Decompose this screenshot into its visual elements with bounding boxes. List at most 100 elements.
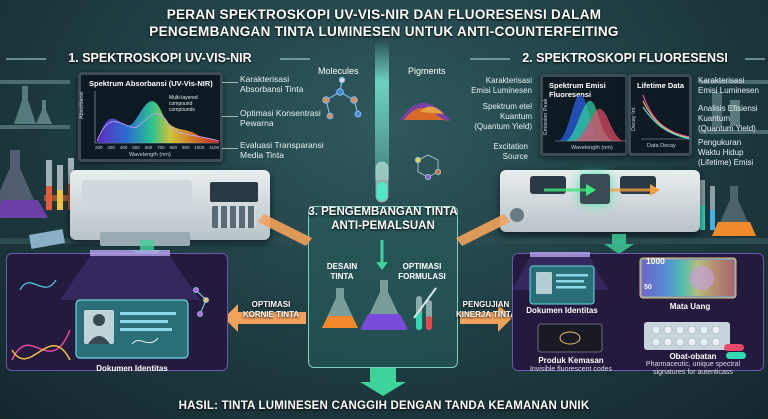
legend-entry: compounds (169, 107, 195, 113)
formulation-optimization-label: OPTIMASI FORMULASI (392, 262, 452, 281)
x-tick: 500 (132, 145, 140, 150)
monitor-title: Lifetime Data (637, 81, 685, 90)
display-panel (210, 182, 258, 202)
label-line: OPTIMASI (251, 300, 291, 309)
annotation-line: (Lifetime) Emisi (698, 158, 754, 167)
annotation-line: Optimasi Konsentrasi (240, 108, 321, 118)
divider (280, 58, 310, 60)
label-line: KINERJA TINTA (456, 309, 516, 319)
x-axis-label: Data Decay (647, 143, 676, 149)
section-heading-fluorescence: 2. SPEKTROSKOPI FLUORESENSI (522, 51, 728, 65)
keyboard (100, 232, 190, 246)
emission-spectrum-plot (555, 94, 627, 142)
annotation-quantum-yield: Spektrum etel Kuantum (Quantum Yield) (468, 102, 532, 132)
x-tick: 1000 (194, 145, 205, 150)
lifetime-monitor: Lifetime Data Decay Int. Data Decay (628, 74, 692, 156)
monitor-title: Spektrum Emisi Fluoresensi (549, 81, 606, 99)
absorbance-monitor: Spektrum Absorbansi (UV-Vis-NIR) Absorba… (78, 72, 223, 162)
result-banner: HASIL: TINTA LUMINESEN CANGGIH DENGAN TA… (178, 400, 590, 412)
x-tick: 300 (107, 145, 115, 150)
annotation-excitation-source: Excitation Source (468, 142, 528, 162)
legend: Multi-layered compound compounds (169, 95, 198, 113)
annotation-line: Emisi Luminesen (698, 86, 759, 95)
keypad (212, 206, 256, 228)
card-label-pharma: Obat-obatan (669, 352, 717, 361)
banknote-value: 1000 (646, 256, 665, 266)
page-title: PERAN SPEKTROSKOPI UV-VIS-NIR DAN FLUORE… (0, 6, 768, 40)
annotation-emission-right: Karakterisasi Emisi Luminesen (698, 76, 759, 96)
arrow-label-optimization: OPTIMASI KORNIE TINTA (236, 300, 306, 319)
annotation-line: Kuantum (499, 112, 532, 121)
leader-line (222, 148, 238, 149)
annotation-line: Pewarna (240, 118, 274, 128)
annotation-line: Pengukuran (698, 138, 742, 147)
x-tick: 800 (169, 145, 178, 150)
leader-line (222, 116, 238, 117)
banknote-denomination: 50 (644, 284, 652, 291)
emission-monitor: Spektrum Emisi Fluoresensi Emission Peak… (540, 74, 628, 156)
x-tick: 700 (157, 145, 165, 150)
annotation-line: Absorbansi Tinta (240, 84, 304, 94)
sample-compartment (82, 180, 192, 210)
annotation-line: Source (502, 152, 528, 161)
x-tick: 900 (181, 145, 190, 150)
annotation-line: Karakterisasi (240, 74, 290, 84)
ink-development-heading: 3. PENGEMBANGAN TINTA ANTI-PEMALSUAN (302, 205, 464, 233)
label-line: PENGUJIAN (462, 300, 510, 309)
card-sub-packaging: Invisible fluorescent codes (529, 366, 613, 373)
annotation-absorbance: Karakterisasi Absorbansi Tinta (240, 74, 303, 94)
annotation-quantum-efficiency: Analisis Efisiensi Kuantum (Quantum Yiel… (698, 104, 758, 134)
lifetime-decay-plot (641, 94, 691, 140)
annotation-line: Evaluasi Transparansi (240, 140, 324, 150)
annotation-line: Analisis Efisiensi (698, 104, 758, 113)
heading-line: ANTI-PEMALSUAN (331, 220, 435, 232)
annotation-concentration: Optimasi Konsentrasi Pewarna (240, 108, 321, 128)
label-line: TINTA (330, 271, 354, 281)
x-tick: 1100 (209, 145, 219, 150)
annotation-lifetime: Pengukuran Waktu Hidup (Lifetime) Emisi (698, 138, 753, 168)
annotation-line: Karakterisasi (485, 76, 532, 85)
fluorescence-spectrometer (500, 170, 700, 232)
label-line: KORNIE TINTA (242, 309, 300, 319)
molecules-label: Molecules (318, 66, 359, 76)
annotation-line: Karakterisasi (698, 76, 745, 85)
annotation-line: (Quantum Yield) (698, 124, 756, 133)
uvvis-spectrophotometer (70, 170, 270, 240)
title-line-1: PERAN SPEKTROSKOPI UV-VIS-NIR DAN FLUORE… (166, 7, 602, 22)
monitor-title: Spektrum Absorbansi (UV-Vis-NIR) (89, 79, 213, 88)
card-sub-pharma: Pharmaceutic, unique spectral signatures… (645, 361, 741, 376)
annotation-line: (Quantum Yield) (474, 122, 532, 131)
annotation-line: Spektrum etel (482, 102, 532, 111)
leader-line (222, 82, 238, 83)
ink-design-label: DESAIN TINTA (312, 262, 372, 281)
title-line-2: PENGEMBANGAN TINTA LUMINESEN UNTUK ANTI-… (149, 24, 619, 39)
left-card-label: Dokumen Identitas (96, 364, 168, 373)
divider (6, 58, 46, 60)
annotation-line: Emisi Luminesen (471, 86, 532, 95)
label-line: DESAIN (326, 262, 358, 271)
legend-entry: compound (169, 101, 193, 107)
legend-entry: Multi-layered (169, 95, 198, 101)
annotation-line: Kuantum (698, 114, 731, 123)
x-tick-row: 200 300 400 500 600 700 800 900 1000 110… (95, 145, 219, 150)
card-label-packaging: Produk Kemasan (538, 356, 604, 365)
x-tick: 400 (119, 145, 128, 150)
absorbance-spectrum-plot (94, 91, 220, 144)
card-label-id-document: Dokumen Identitas (526, 306, 598, 315)
annotation-line: Media Tinta (240, 150, 284, 160)
annotation-emission: Karakterisasi Emisi Luminesen (468, 76, 532, 96)
x-axis-label: Wavelength (nm) (129, 152, 171, 158)
dial (510, 208, 524, 222)
x-axis-label: Wavelength (nm) (571, 145, 613, 151)
x-tick: 200 (95, 145, 103, 150)
pigments-label: Pigments (408, 66, 446, 76)
x-tick: 600 (144, 145, 153, 150)
annotation-line: Waktu Hidup (698, 148, 744, 157)
annotation-transparency: Evaluasi Transparansi Media Tinta (240, 140, 324, 160)
annotation-line: Excitation (493, 142, 528, 151)
section-heading-uvvis: 1. SPEKTROSKOPI UV-VIS-NIR (68, 51, 252, 65)
